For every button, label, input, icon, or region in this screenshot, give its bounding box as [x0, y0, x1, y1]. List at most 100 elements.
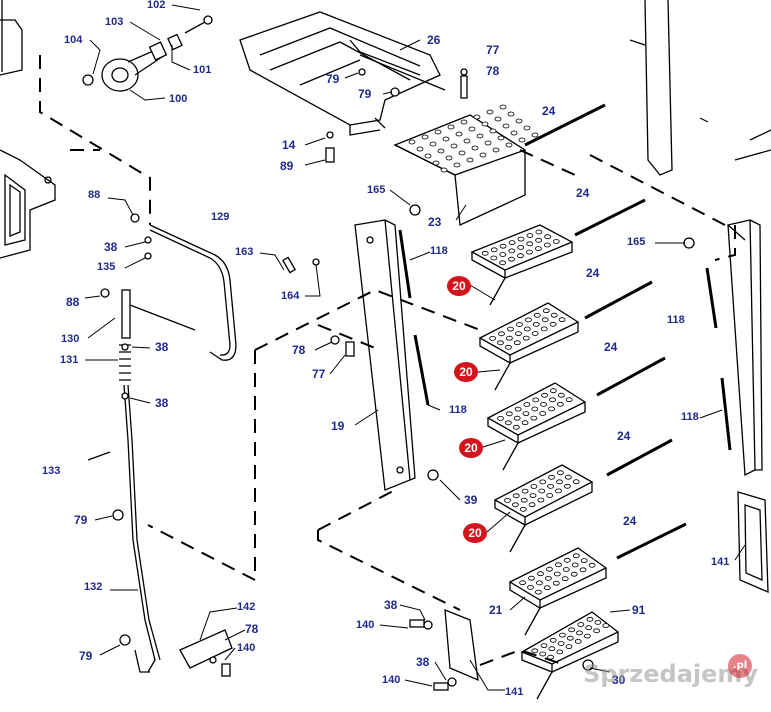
tread-hole [530, 484, 538, 489]
tread-hole [525, 317, 532, 323]
tread-hole [541, 392, 548, 398]
tread-hole [557, 641, 565, 646]
plate-hole [479, 152, 487, 158]
step-tread [478, 302, 580, 391]
plate-hole [484, 140, 492, 146]
plate-hole [499, 104, 507, 110]
plate-hole [450, 143, 458, 149]
plate-hole [455, 131, 463, 137]
tread-hole [499, 252, 507, 257]
plate-hole [502, 123, 510, 129]
tread-hole [552, 239, 560, 244]
tread-hole [512, 502, 519, 508]
tread-hole [513, 415, 521, 421]
label-100: 100 [169, 93, 188, 105]
tread-hole [512, 424, 520, 430]
plate-hole [486, 109, 494, 115]
step-tread [493, 464, 594, 553]
tread-hole [499, 243, 507, 249]
tread-hole [519, 506, 527, 512]
tread-hole [576, 630, 583, 636]
tread-hole [577, 622, 585, 627]
tread-hole [529, 493, 537, 499]
plate-hole [523, 125, 531, 131]
fasteners [100, 68, 695, 691]
tread-hole [540, 643, 548, 648]
tread-hole [515, 331, 522, 337]
label-38-b: 38 [155, 340, 169, 354]
tread-hole [594, 620, 602, 625]
plate-hole [447, 124, 455, 130]
tread-hole [517, 236, 525, 242]
tread-hole [535, 589, 542, 595]
watermark-badge: .pl [728, 654, 752, 678]
label-88-a: 88 [88, 189, 101, 201]
label-164: 164 [281, 290, 300, 302]
tread-hole [539, 651, 547, 657]
label-24-f: 24 [623, 514, 637, 528]
label-23: 23 [428, 215, 442, 229]
anti-slip-strips-24 [524, 103, 687, 560]
label-165-b: 165 [627, 236, 646, 248]
label-135: 135 [97, 261, 116, 273]
tread-hole [490, 255, 498, 261]
label-24-e: 24 [617, 429, 631, 443]
tread-hole [574, 639, 582, 644]
tread-hole [584, 633, 591, 639]
right-handrail [629, 0, 673, 176]
tread-hole [513, 340, 521, 346]
tread-hole [548, 474, 555, 480]
tread-hole [498, 331, 505, 337]
label-38-c: 38 [155, 396, 169, 410]
tread-hole [532, 321, 540, 327]
callout-20-step-3: 20 [459, 438, 483, 458]
plate-hole [494, 116, 502, 122]
label-131: 131 [60, 354, 79, 366]
seal-strips-118 [398, 229, 732, 451]
tread-hole [545, 576, 552, 581]
tread-hole [559, 632, 566, 638]
plate-hole [432, 160, 440, 166]
tread-hole [555, 488, 562, 494]
tread-hole [547, 483, 554, 489]
label-38-a: 38 [104, 240, 118, 254]
tread-hole [550, 388, 557, 394]
tread-hole [537, 571, 544, 577]
tread-hole [521, 488, 529, 494]
label-133: 133 [42, 465, 61, 477]
label-103: 103 [105, 16, 124, 28]
tread-hole [528, 575, 535, 581]
left-frame-bracket [0, 149, 56, 259]
tread-hole [570, 571, 578, 577]
plate-hole [481, 121, 489, 127]
tread-hole [497, 340, 504, 346]
tread-hole [535, 229, 543, 235]
tread-hole [562, 567, 570, 572]
tread-hole [541, 317, 549, 323]
tread-hole [539, 411, 547, 416]
tread-hole [543, 242, 551, 248]
plate-hole [424, 153, 432, 159]
plate-hole [458, 150, 466, 156]
right-side-rail [727, 129, 771, 477]
tread-hole [516, 322, 523, 327]
plate-hole [421, 134, 429, 140]
tread-hole [555, 562, 562, 568]
label-163: 163 [235, 246, 254, 258]
tread-hole [531, 648, 539, 654]
plate-hole [518, 137, 526, 143]
tread-hole [561, 576, 569, 582]
plate-hole [416, 146, 424, 152]
assembly-dashed-lines [39, 55, 736, 666]
tread-hole [526, 233, 534, 238]
tread-hole [489, 335, 497, 341]
tread-hole [535, 237, 542, 243]
label-165-a: 165 [367, 184, 386, 196]
tread-hole [507, 326, 514, 332]
tread-hole [556, 649, 564, 655]
label-77-mid: 77 [312, 367, 326, 381]
plate-hole [473, 114, 481, 120]
plate-hole [460, 119, 468, 125]
tread-hole [497, 415, 504, 421]
label-141-right: 141 [711, 556, 730, 568]
